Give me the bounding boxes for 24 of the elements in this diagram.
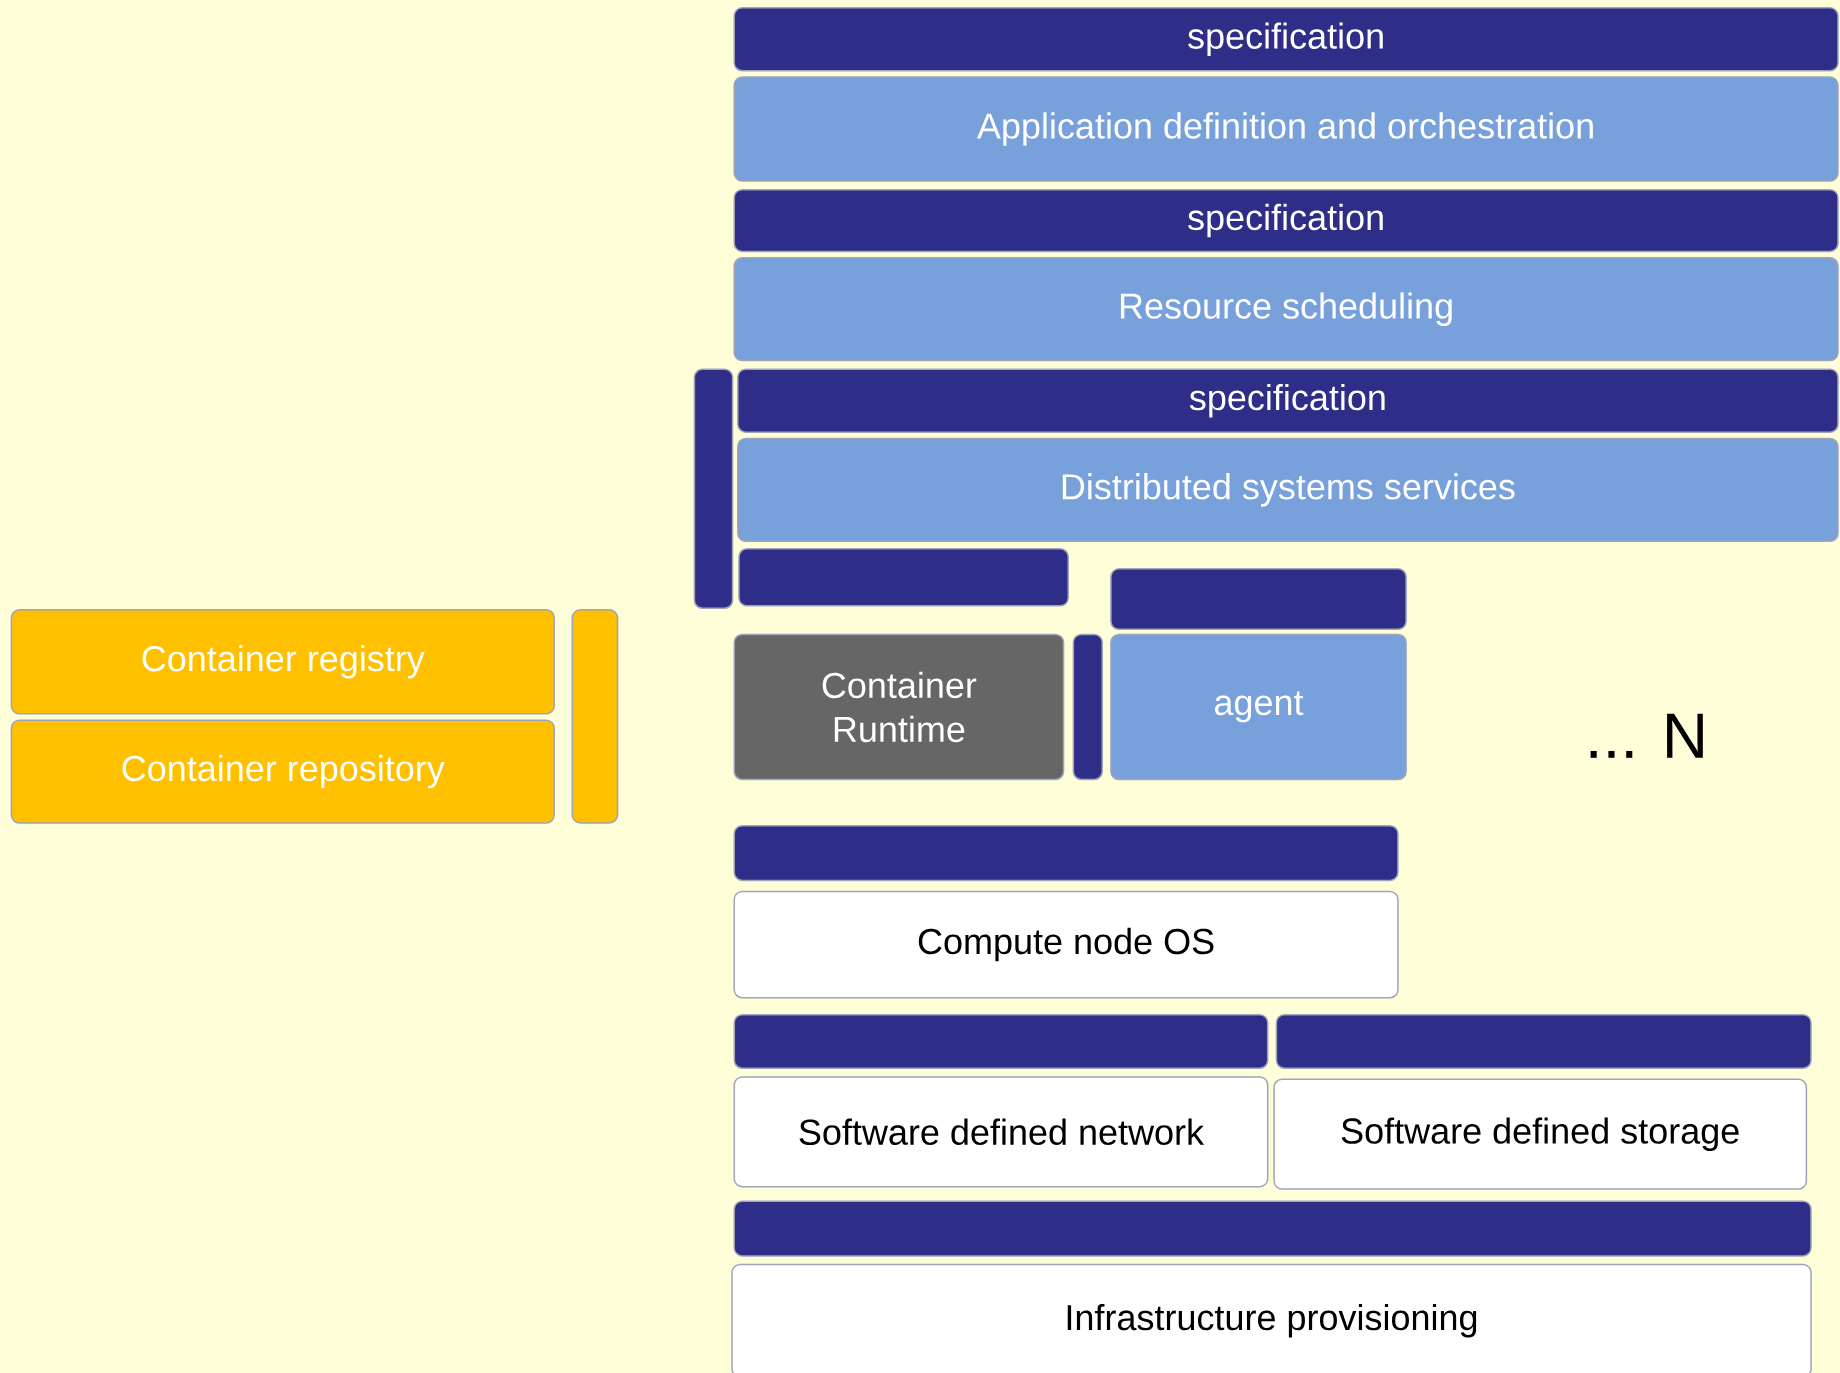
bar [733, 825, 1399, 882]
bar [733, 1200, 1812, 1257]
runtime-box: Container Runtime [733, 633, 1065, 781]
layer-box: agent [1110, 633, 1407, 781]
layer-box: Application definition and orchestration [733, 76, 1839, 182]
registry-box: Container registry [10, 609, 555, 715]
bar [1072, 633, 1103, 781]
layer-box: Resource scheduling [733, 257, 1839, 362]
bar [733, 1014, 1269, 1069]
bar [1275, 1014, 1812, 1069]
layer-box: Software defined network [733, 1076, 1269, 1188]
bar [571, 609, 619, 824]
layer-box: Compute node OS [733, 890, 1399, 999]
layer-box: Software defined storage [1273, 1078, 1808, 1190]
ellipsis-label: ... N [1590, 713, 1703, 758]
registry-box: Container repository [10, 719, 555, 824]
layer-box: Distributed systems services [737, 437, 1839, 543]
layer-box: Infrastructure provisioning [731, 1263, 1812, 1373]
specification-bar: specification [737, 368, 1839, 433]
specification-bar: specification [733, 189, 1839, 253]
bar [1110, 568, 1407, 631]
bar [738, 548, 1069, 607]
specification-bar: specification [733, 7, 1839, 72]
bar [693, 368, 734, 609]
